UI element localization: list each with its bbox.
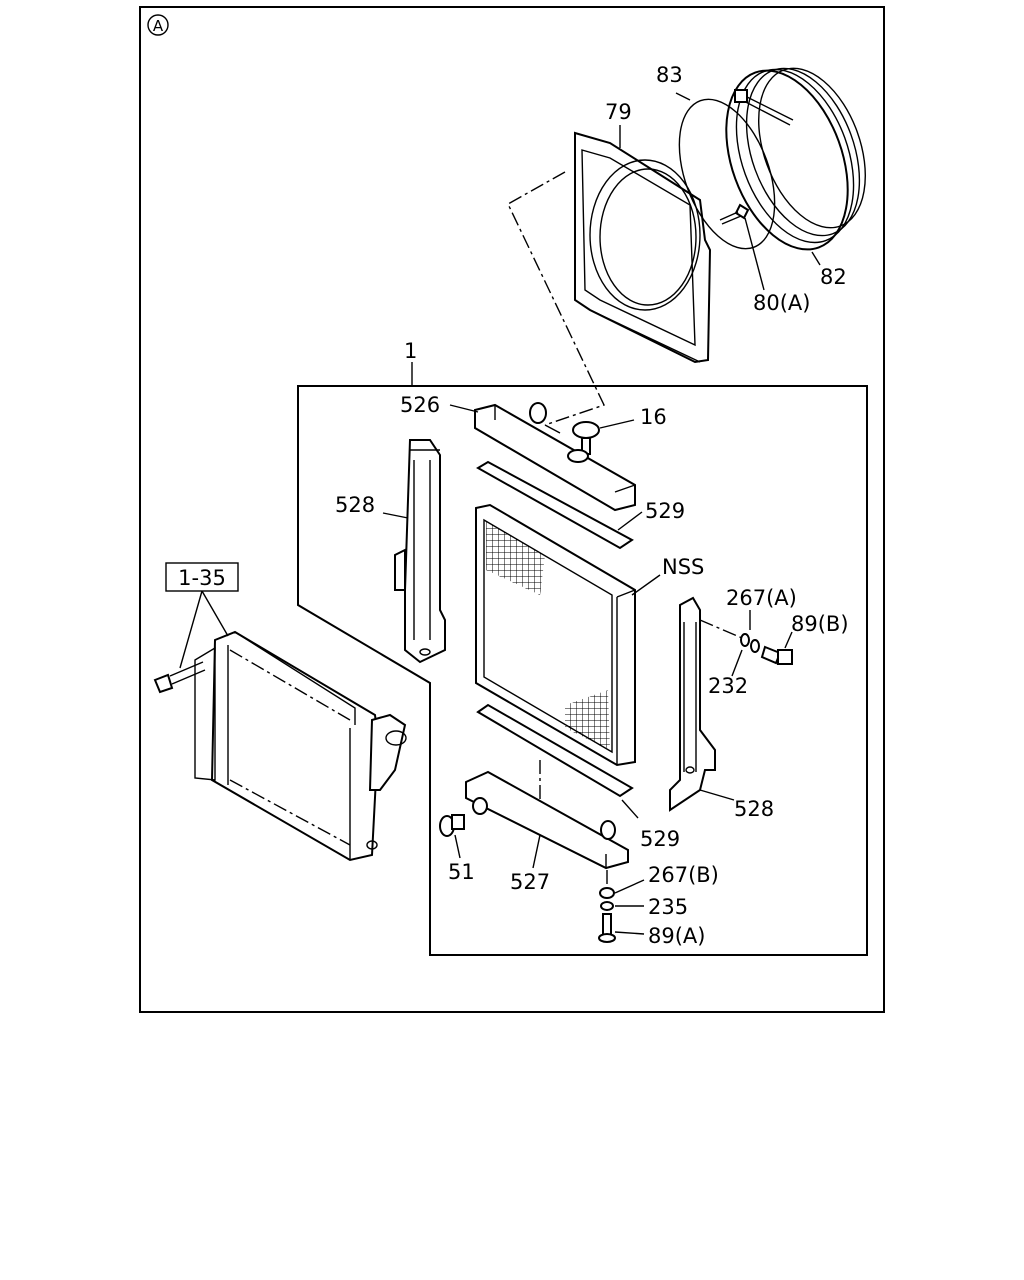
label-1: 1 bbox=[404, 339, 417, 363]
bottom-tank bbox=[465, 770, 629, 870]
label-527: 527 bbox=[510, 870, 550, 894]
hardware-right bbox=[740, 633, 793, 665]
kit-reference-box: 1-35 bbox=[165, 562, 239, 669]
label-529-bottom: 529 bbox=[640, 827, 680, 851]
svg-text:1-35: 1-35 bbox=[178, 566, 226, 590]
label-79: 79 bbox=[605, 100, 632, 124]
bolt-80a bbox=[719, 203, 750, 225]
assembled-radiator bbox=[194, 630, 407, 862]
fan-shroud bbox=[574, 131, 712, 364]
outer-frame bbox=[139, 6, 885, 1013]
kit-boundary bbox=[297, 385, 868, 956]
radiator-core bbox=[475, 503, 636, 767]
side-bracket-right bbox=[669, 596, 743, 812]
top-seal bbox=[476, 460, 634, 550]
radiator-cap bbox=[567, 421, 600, 463]
svg-text:A: A bbox=[153, 17, 164, 35]
label-16: 16 bbox=[640, 405, 667, 429]
hardware-stack-bottom bbox=[598, 870, 616, 943]
fan-ring bbox=[678, 67, 866, 251]
alignment-line-shroud bbox=[507, 171, 605, 426]
label-232: 232 bbox=[708, 674, 748, 698]
view-marker: A bbox=[147, 14, 169, 36]
label-82: 82 bbox=[820, 265, 847, 289]
label-89b: 89(B) bbox=[791, 612, 849, 636]
bottom-seal bbox=[476, 703, 634, 798]
label-267b: 267(B) bbox=[648, 863, 719, 887]
label-nss: NSS bbox=[662, 555, 704, 579]
label-80a: 80(A) bbox=[753, 291, 810, 315]
label-89a: 89(A) bbox=[648, 924, 705, 948]
label-267a: 267(A) bbox=[726, 586, 797, 610]
label-528-left: 528 bbox=[335, 493, 375, 517]
leader-lines bbox=[382, 92, 821, 935]
label-526: 526 bbox=[400, 393, 440, 417]
top-tank bbox=[474, 402, 636, 512]
drain-cock bbox=[439, 814, 465, 837]
label-83: 83 bbox=[656, 63, 683, 87]
label-529-top: 529 bbox=[645, 499, 685, 523]
label-51: 51 bbox=[448, 860, 475, 884]
label-528-right: 528 bbox=[734, 797, 774, 821]
side-bracket-left bbox=[394, 439, 446, 664]
label-235: 235 bbox=[648, 895, 688, 919]
bolt-assembly bbox=[153, 661, 206, 694]
